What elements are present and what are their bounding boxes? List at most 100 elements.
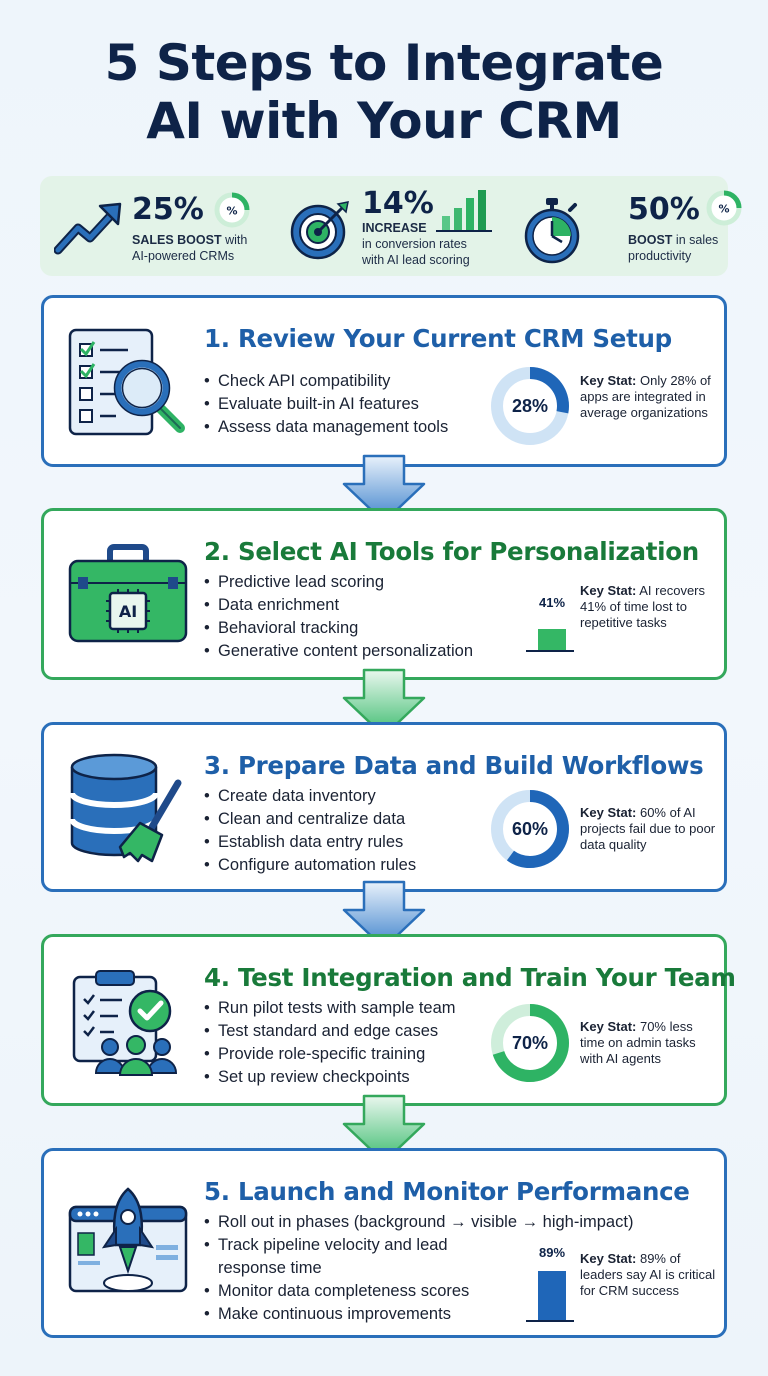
list-item: Track pipeline velocity and lead — [204, 1234, 633, 1257]
checklist-magnifier-icon — [68, 328, 185, 436]
list-item: Set up review checkpoints — [204, 1066, 456, 1089]
list-item: Create data inventory — [204, 785, 416, 808]
donut-value-arc — [491, 367, 569, 445]
stat-label-bold: INCREASE — [362, 221, 427, 235]
list-item: Provide role-specific training — [204, 1043, 456, 1066]
stat-value: 25% — [132, 192, 204, 227]
list-item: Data enrichment — [204, 594, 473, 617]
list-item: Run pilot tests with sample team — [204, 997, 456, 1020]
stat-label-rest: in sales — [672, 233, 719, 247]
list-item: Assess data management tools — [204, 416, 448, 439]
stat-value: 50% — [628, 192, 700, 227]
stat-productivity: 50% % BOOST in sales productivity — [518, 176, 742, 276]
page-title: 5 Steps to Integrate AI with Your CRM — [0, 34, 768, 150]
donut-label: 60% — [512, 819, 548, 839]
key-stat: Key Stat: Only 28% of apps are integrate… — [580, 373, 720, 421]
stat-label-rest: with — [221, 233, 248, 247]
stat-value: 14% — [362, 186, 434, 221]
step-heading: 3. Prepare Data and Build Workflows — [204, 751, 704, 780]
list-item: Monitor data completeness scores — [204, 1280, 633, 1303]
step-heading: 1. Review Your Current CRM Setup — [204, 324, 672, 353]
ai-toolbox-icon: AI — [68, 544, 188, 643]
step-card-4: 4. Test Integration and Train Your Team … — [41, 934, 736, 1106]
donut-value-arc — [491, 1004, 569, 1082]
bar-value-rect — [538, 1271, 566, 1321]
stat-label: SALES BOOST with AI-powered CRMs — [132, 232, 247, 264]
stat-label-line2: AI-powered CRMs — [132, 249, 235, 263]
bar-chart-icon — [436, 190, 492, 232]
bar-chart: 89% — [526, 1245, 574, 1322]
donut-value-arc — [491, 790, 569, 868]
list-item: Make continuous improvements — [204, 1303, 633, 1326]
stat-label-line3: with AI lead scoring — [362, 253, 470, 267]
list-item: Test standard and edge cases — [204, 1020, 456, 1043]
step-bullet-list: Predictive lead scoring Data enrichment … — [204, 571, 473, 663]
stats-banner: 25% % SALES BOOST with AI-powered CRMs 1… — [40, 176, 742, 276]
down-arrow-icon — [342, 454, 426, 524]
trending-up-arrow-icon — [54, 202, 122, 255]
step-bullet-list: Create data inventory Clean and centrali… — [204, 785, 416, 877]
bar-label: 41% — [539, 595, 565, 610]
key-stat: Key Stat: 89% of leaders say AI is criti… — [580, 1251, 720, 1299]
donut-label: 70% — [512, 1033, 548, 1053]
bar-label: 89% — [539, 1245, 565, 1260]
percent-ring-icon: % — [214, 192, 250, 228]
key-stat-text: Only 28% of apps are integrated in avera… — [580, 373, 711, 420]
bar-chart: 41% — [526, 595, 574, 652]
list-item: Behavioral tracking — [204, 617, 473, 640]
stat-badge: % — [226, 205, 237, 218]
stat-sales-boost: 25% % SALES BOOST with AI-powered CRMs — [40, 176, 270, 276]
donut-chart: 70% — [491, 1004, 569, 1082]
stat-label-line2: in conversion rates — [362, 237, 467, 251]
stat-label: INCREASE in conversion rates with AI lea… — [362, 220, 470, 268]
step-card-3: 3. Prepare Data and Build Workflows Crea… — [41, 722, 727, 892]
list-item: Evaluate built-in AI features — [204, 393, 448, 416]
key-stat-label: Key Stat: — [580, 1251, 637, 1266]
list-item: Clean and centralize data — [204, 808, 416, 831]
list-item: response time — [218, 1259, 322, 1277]
step-heading: 4. Test Integration and Train Your Team — [204, 963, 736, 992]
step-heading: 2. Select AI Tools for Personalization — [204, 537, 699, 566]
step-bullet-list: Roll out in phases (background → visible… — [204, 1211, 633, 1326]
key-stat: Key Stat: AI recovers 41% of time lost t… — [580, 583, 720, 631]
clipboard-team-icon — [72, 970, 178, 1076]
stat-label: BOOST in sales productivity — [628, 232, 718, 264]
list-item: Predictive lead scoring — [204, 571, 473, 594]
step-bullet-list: Check API compatibility Evaluate built-i… — [204, 370, 448, 439]
database-broom-icon — [69, 753, 182, 863]
key-stat-text: 89% of leaders say AI is critical for CR… — [580, 1251, 716, 1298]
stat-conversion: 14% INCREASE in conversion rates with AI… — [286, 176, 506, 276]
key-stat-text: AI recovers 41% of time lost to repetiti… — [580, 583, 705, 630]
donut-chart: 28% — [491, 367, 569, 445]
list-item: Establish data entry rules — [204, 831, 416, 854]
step-bullet-list: Run pilot tests with sample team Test st… — [204, 997, 456, 1089]
step-card-1: 1. Review Your Current CRM Setup Check A… — [41, 295, 727, 467]
key-stat-label: Key Stat: — [580, 805, 637, 820]
title-line-1: 5 Steps to Integrate — [104, 34, 664, 92]
bar-value-rect — [538, 629, 566, 651]
key-stat-label: Key Stat: — [580, 583, 637, 598]
step-card-2: AI 2. Select AI Tools for Personalizatio… — [41, 508, 727, 680]
target-icon — [290, 201, 349, 260]
list-item: Generative content personalization — [204, 640, 473, 663]
list-item: Check API compatibility — [204, 370, 448, 393]
stat-label-bold: BOOST — [628, 233, 673, 247]
step-card-5: 5. Launch and Monitor Performance Roll o… — [41, 1148, 727, 1338]
key-stat: Key Stat: 70% less time on admin tasks w… — [580, 1019, 720, 1067]
rocket-browser-icon — [68, 1187, 188, 1293]
key-stat-text: 60% of AI projects fail due to poor data… — [580, 805, 716, 852]
donut-label: 28% — [512, 396, 548, 416]
svg-text:AI: AI — [119, 602, 137, 621]
list-item: Configure automation rules — [204, 854, 416, 877]
down-arrow-icon — [342, 1094, 426, 1164]
down-arrow-icon — [342, 880, 426, 950]
title-line-2: AI with Your CRM — [146, 92, 622, 150]
stat-badge: % — [718, 203, 729, 216]
step-heading: 5. Launch and Monitor Performance — [204, 1177, 690, 1206]
key-stat-label: Key Stat: — [580, 373, 637, 388]
key-stat-label: Key Stat: — [580, 1019, 637, 1034]
list-item: Roll out in phases (background → visible… — [204, 1211, 633, 1234]
stat-label-bold: SALES BOOST — [132, 233, 222, 247]
donut-chart: 60% — [491, 790, 569, 868]
percent-ring-icon: % — [706, 190, 742, 226]
